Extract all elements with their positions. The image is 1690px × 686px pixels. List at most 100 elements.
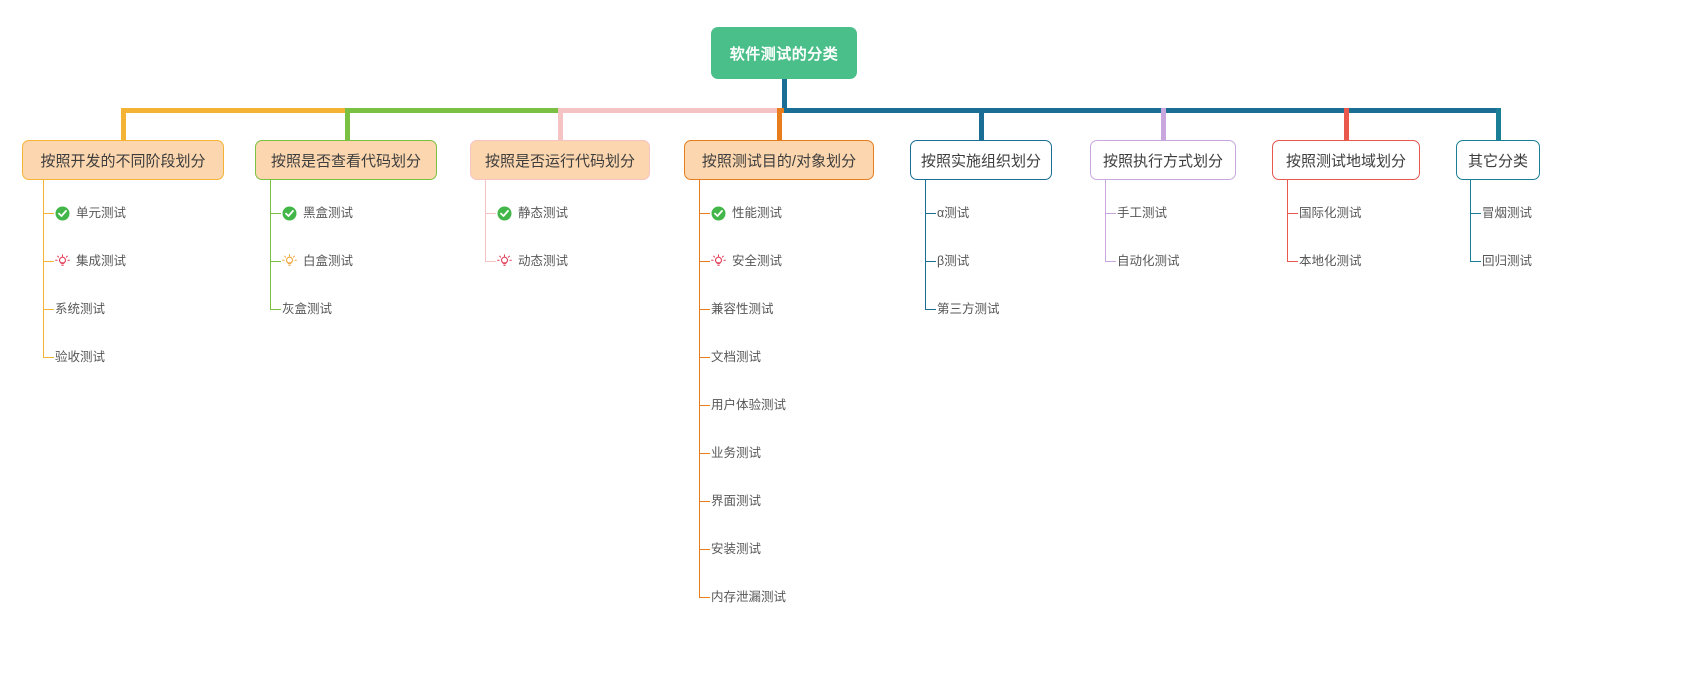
leaf-node-1-2[interactable]: 灰盒测试	[282, 299, 332, 319]
branch-spine-3	[699, 180, 701, 597]
leaf-node-0-2[interactable]: 系统测试	[55, 299, 105, 319]
leaf-label: 界面测试	[711, 494, 762, 508]
root-trunk-connector	[781, 79, 787, 113]
leaf-label: 灰盒测试	[282, 302, 333, 316]
leaf-node-3-4[interactable]: 用户体验测试	[711, 395, 786, 415]
green-check-icon	[282, 206, 297, 221]
branch-spine-4	[925, 180, 927, 309]
leaf-label: 手工测试	[1117, 206, 1168, 220]
leaf-tick-7-1	[1470, 261, 1481, 263]
leaf-tick-1-0	[270, 213, 281, 215]
branch-spine-1	[270, 180, 272, 309]
leaf-node-3-3[interactable]: 文档测试	[711, 347, 761, 367]
leaf-label: 第三方测试	[937, 302, 1000, 316]
leaf-node-5-1[interactable]: 自动化测试	[1117, 251, 1180, 271]
red-lightbulb-icon	[55, 253, 70, 269]
leaf-tick-3-6	[699, 501, 710, 503]
leaf-tick-0-0	[43, 213, 54, 215]
branch-node-1[interactable]: 按照是否查看代码划分	[255, 140, 437, 180]
leaf-label: 本地化测试	[1299, 254, 1362, 268]
branch-riser-4	[978, 108, 984, 142]
leaf-label: 自动化测试	[1117, 254, 1180, 268]
leaf-tick-0-2	[43, 309, 54, 311]
leaf-tick-3-5	[699, 453, 710, 455]
leaf-label: α测试	[937, 206, 970, 220]
leaf-node-0-1[interactable]: 集成测试	[55, 251, 126, 271]
leaf-node-3-1[interactable]: 安全测试	[711, 251, 782, 271]
leaf-node-7-0[interactable]: 冒烟测试	[1482, 203, 1532, 223]
leaf-tick-5-1	[1105, 261, 1116, 263]
root-node[interactable]: 软件测试的分类	[711, 27, 857, 79]
leaf-node-3-0[interactable]: 性能测试	[711, 203, 782, 223]
branch-spine-2	[485, 180, 487, 261]
leaf-node-1-0[interactable]: 黑盒测试	[282, 203, 353, 223]
leaf-tick-3-0	[699, 213, 710, 215]
orange-lightbulb-icon	[282, 253, 297, 269]
leaf-node-4-2[interactable]: 第三方测试	[937, 299, 1000, 319]
branch-riser-5	[1160, 108, 1166, 142]
branch-node-4[interactable]: 按照实施组织划分	[910, 140, 1052, 180]
leaf-label: 内存泄漏测试	[711, 590, 787, 604]
branch-spine-5	[1105, 180, 1107, 261]
branch-node-5[interactable]: 按照执行方式划分	[1090, 140, 1236, 180]
leaf-tick-4-1	[925, 261, 936, 263]
leaf-tick-1-2	[270, 309, 281, 311]
branch-node-6[interactable]: 按照测试地域划分	[1272, 140, 1420, 180]
leaf-node-6-1[interactable]: 本地化测试	[1299, 251, 1362, 271]
green-check-icon	[711, 206, 726, 221]
leaf-tick-3-2	[699, 309, 710, 311]
leaf-label: 安装测试	[711, 542, 762, 556]
leaf-label: 黑盒测试	[303, 206, 354, 220]
leaf-node-3-5[interactable]: 业务测试	[711, 443, 761, 463]
branch-node-0[interactable]: 按照开发的不同阶段划分	[22, 140, 224, 180]
leaf-node-3-6[interactable]: 界面测试	[711, 491, 761, 511]
leaf-tick-3-4	[699, 405, 710, 407]
leaf-label: 静态测试	[518, 206, 569, 220]
leaf-node-2-0[interactable]: 静态测试	[497, 203, 568, 223]
leaf-tick-4-0	[925, 213, 936, 215]
leaf-label: 业务测试	[711, 446, 762, 460]
leaf-node-3-2[interactable]: 兼容性测试	[711, 299, 774, 319]
leaf-label: 国际化测试	[1299, 206, 1362, 220]
leaf-node-7-1[interactable]: 回归测试	[1482, 251, 1532, 271]
leaf-label: 动态测试	[518, 254, 569, 268]
branch-spine-0	[43, 180, 45, 357]
leaf-tick-3-7	[699, 549, 710, 551]
leaf-tick-2-0	[485, 213, 496, 215]
leaf-node-5-0[interactable]: 手工测试	[1117, 203, 1167, 223]
leaf-node-2-1[interactable]: 动态测试	[497, 251, 568, 271]
branch-node-7[interactable]: 其它分类	[1456, 140, 1540, 180]
leaf-label: 白盒测试	[303, 254, 354, 268]
branch-node-2[interactable]: 按照是否运行代码划分	[470, 140, 650, 180]
leaf-label: 验收测试	[55, 350, 106, 364]
leaf-tick-0-1	[43, 261, 54, 263]
leaf-label: 回归测试	[1482, 254, 1533, 268]
bus-segment-right	[784, 108, 1501, 113]
leaf-tick-3-1	[699, 261, 710, 263]
leaf-node-3-8[interactable]: 内存泄漏测试	[711, 587, 786, 607]
leaf-tick-1-1	[270, 261, 281, 263]
leaf-node-1-1[interactable]: 白盒测试	[282, 251, 353, 271]
leaf-node-3-7[interactable]: 安装测试	[711, 539, 761, 559]
leaf-tick-2-1	[485, 261, 496, 263]
branch-riser-6	[1343, 108, 1349, 142]
leaf-node-4-0[interactable]: α测试	[937, 203, 969, 223]
branch-spine-6	[1287, 180, 1289, 261]
green-check-icon	[55, 206, 70, 221]
leaf-label: 集成测试	[76, 254, 127, 268]
branch-riser-2	[557, 108, 563, 142]
leaf-tick-3-8	[699, 597, 710, 599]
leaf-node-6-0[interactable]: 国际化测试	[1299, 203, 1362, 223]
leaf-node-0-0[interactable]: 单元测试	[55, 203, 126, 223]
red-lightbulb-icon	[497, 253, 512, 269]
branch-node-3[interactable]: 按照测试目的/对象划分	[684, 140, 874, 180]
leaf-label: 安全测试	[732, 254, 783, 268]
leaf-node-0-3[interactable]: 验收测试	[55, 347, 105, 367]
branch-riser-7	[1495, 108, 1501, 142]
bus-segment-2	[557, 108, 787, 113]
branch-spine-7	[1470, 180, 1472, 261]
leaf-node-4-1[interactable]: β测试	[937, 251, 969, 271]
leaf-label: β测试	[937, 254, 970, 268]
red-lightbulb-icon	[711, 253, 726, 269]
